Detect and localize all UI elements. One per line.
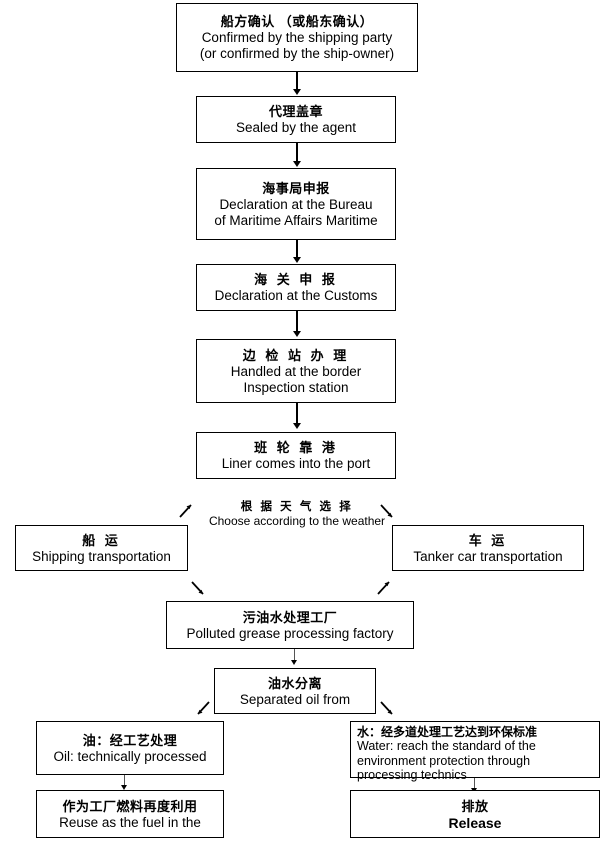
connector-seal-to-maritime bbox=[296, 143, 298, 162]
node-label-en-line1: Separated oil from bbox=[239, 691, 351, 707]
node-polluted-grease-factory[interactable]: 污油水处理工厂 Polluted grease processing facto… bbox=[166, 601, 414, 649]
node-label-cn: 海 关 申 报 bbox=[254, 272, 338, 287]
node-label-en-line1: Declaration at the Customs bbox=[214, 288, 378, 303]
node-label-cn: 油水分离 bbox=[267, 675, 322, 691]
weather-label-en: Choose according to the weather bbox=[208, 514, 386, 528]
connector-water-to-release bbox=[474, 778, 475, 789]
arrowhead-customs-to-border bbox=[293, 331, 301, 337]
node-label-cn: 海事局申报 bbox=[262, 180, 330, 196]
node-label-cn: 代理盖章 bbox=[268, 104, 323, 119]
arrow-shipping-to-factory bbox=[191, 581, 204, 595]
node-label-en-line1: Handled at the border bbox=[230, 363, 362, 379]
arrow-tanker-to-factory bbox=[377, 581, 390, 595]
arrow-liner-to-tanker bbox=[380, 504, 393, 518]
node-label-cn: 班 轮 靠 港 bbox=[254, 440, 338, 455]
node-label-cn: 边 检 站 办 理 bbox=[242, 347, 350, 363]
label-choose-by-weather: 根 据 天 气 选 择 Choose according to the weat… bbox=[197, 500, 397, 528]
node-customs-declaration[interactable]: 海 关 申 报 Declaration at the Customs bbox=[196, 264, 396, 311]
node-label-en-line2: Inspection station bbox=[243, 379, 349, 395]
connector-border-to-liner bbox=[296, 403, 298, 424]
node-label-cn: 水：经多道处理工艺达到环保标准 bbox=[357, 725, 538, 739]
node-label-en-line2: of Maritime Affairs Maritime bbox=[214, 212, 378, 228]
node-label-cn: 船 运 bbox=[82, 532, 121, 548]
connector-customs-to-border bbox=[296, 311, 298, 332]
node-release[interactable]: 排放 Release bbox=[350, 790, 600, 838]
connector-factory-to-separate bbox=[294, 649, 295, 661]
connector-maritime-to-customs bbox=[296, 240, 298, 258]
node-oil-water-separation[interactable]: 油水分离 Separated oil from bbox=[214, 668, 376, 714]
node-border-inspection-station[interactable]: 边 检 站 办 理 Handled at the border Inspecti… bbox=[196, 339, 396, 403]
arrow-liner-to-shipping bbox=[179, 504, 192, 518]
node-label-cn: 船方确认 （或船东确认） bbox=[220, 14, 374, 29]
node-oil-technically-processed[interactable]: 油：经工艺处理 Oil: technically processed bbox=[36, 721, 224, 775]
node-label-cn: 油：经工艺处理 bbox=[82, 732, 178, 748]
node-shipping-transportation[interactable]: 船 运 Shipping transportation bbox=[15, 525, 188, 571]
node-label-en-line1: Confirmed by the shipping party bbox=[201, 30, 393, 45]
arrowhead-oil-to-reuse bbox=[121, 785, 127, 790]
node-label-cn: 作为工厂燃料再度利用 bbox=[62, 798, 198, 814]
connector-oil-to-reuse bbox=[124, 775, 125, 786]
node-tanker-car-transportation[interactable]: 车 运 Tanker car transportation bbox=[392, 525, 584, 571]
node-reuse-as-factory-fuel[interactable]: 作为工厂燃料再度利用 Reuse as the fuel in the bbox=[36, 790, 224, 838]
node-label-en-line1: Polluted grease processing factory bbox=[186, 625, 394, 641]
node-sealed-by-agent[interactable]: 代理盖章 Sealed by the agent bbox=[196, 96, 396, 143]
node-label-en-line1: Sealed by the agent bbox=[235, 120, 357, 135]
connector-confirm-to-seal bbox=[296, 72, 298, 90]
node-label-en-line1: Water: reach the standard of the environ… bbox=[357, 739, 536, 782]
node-shipping-party-confirmation[interactable]: 船方确认 （或船东确认） Confirmed by the shipping p… bbox=[176, 3, 418, 72]
node-label-en-line1: Shipping transportation bbox=[32, 548, 171, 564]
node-liner-into-port[interactable]: 班 轮 靠 港 Liner comes into the port bbox=[196, 432, 396, 479]
arrowhead-maritime-to-customs bbox=[293, 257, 301, 263]
node-label-en-line1: Liner comes into the port bbox=[221, 456, 371, 471]
node-water-environment-standard[interactable]: 水：经多道处理工艺达到环保标准 Water: reach the standar… bbox=[350, 721, 600, 782]
node-label-en-line1: Release bbox=[448, 814, 502, 831]
node-label-cn: 排放 bbox=[461, 798, 489, 814]
node-label-en-line2: (or confirmed by the ship-owner) bbox=[199, 46, 395, 61]
arrowhead-factory-to-separate bbox=[291, 660, 297, 665]
node-label-cn: 污油水处理工厂 bbox=[242, 609, 338, 625]
arrow-separation-to-water bbox=[380, 701, 393, 715]
arrowhead-border-to-liner bbox=[293, 423, 301, 429]
node-label-cn: 车 运 bbox=[468, 532, 508, 548]
node-label-en-line1: Declaration at the Bureau bbox=[219, 196, 373, 212]
node-label-en-line1: Tanker car transportation bbox=[413, 548, 563, 564]
node-label-en-line1: Reuse as the fuel in the bbox=[59, 814, 201, 830]
node-label-en-line1: Oil: technically processed bbox=[53, 748, 207, 764]
arrow-separation-to-oil bbox=[197, 701, 210, 715]
arrowhead-confirm-to-seal bbox=[293, 89, 301, 95]
arrowhead-seal-to-maritime bbox=[293, 161, 301, 167]
node-maritime-bureau-declaration[interactable]: 海事局申报 Declaration at the Bureau of Marit… bbox=[196, 168, 396, 240]
weather-label-cn: 根 据 天 气 选 择 bbox=[240, 501, 354, 513]
